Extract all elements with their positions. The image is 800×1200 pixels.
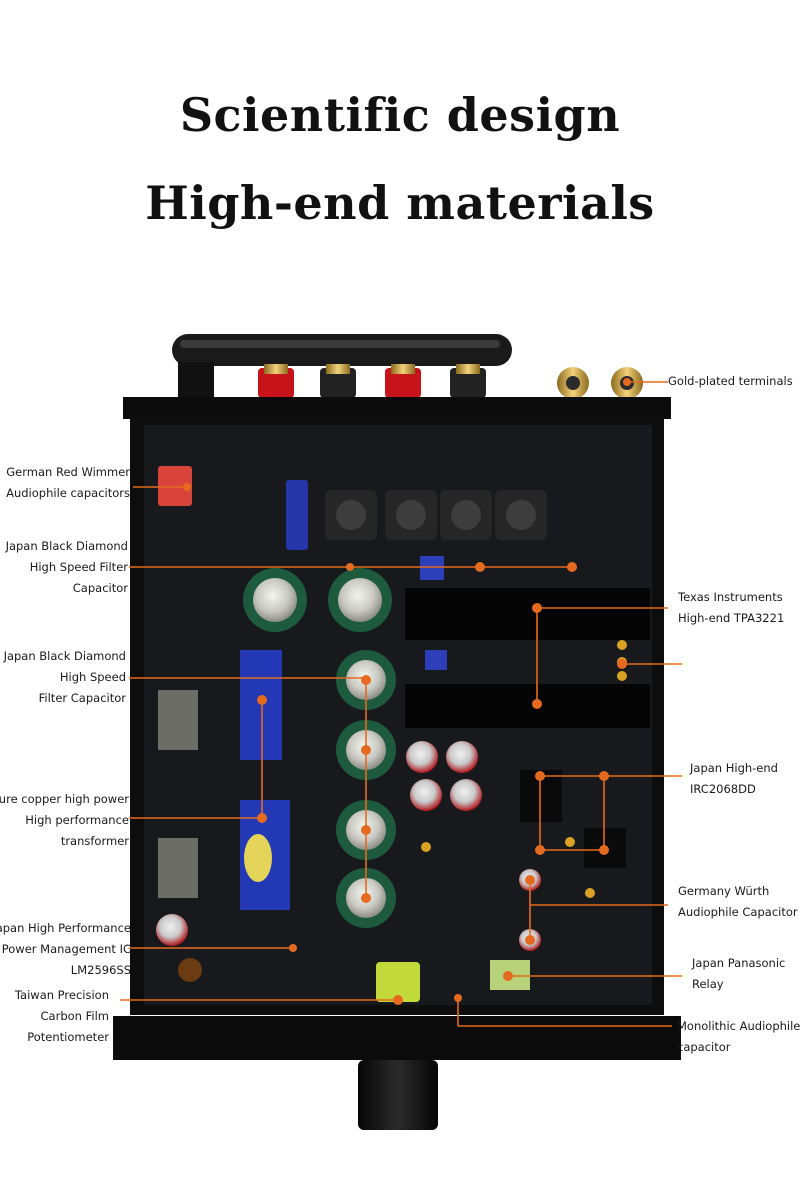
heatsink-lower	[405, 684, 650, 728]
antenna	[172, 334, 512, 398]
wimmer-capacitor	[158, 466, 192, 506]
transformer-upper	[240, 650, 282, 760]
callout-gold-terminals: Gold-plated terminals	[668, 374, 793, 388]
rca-terminals	[557, 367, 643, 399]
volume-knob	[358, 1060, 438, 1130]
headline-line-1: Scientific design	[179, 88, 621, 142]
headline-line-2: High-end materials	[145, 176, 655, 230]
blue-film-capacitor	[286, 480, 308, 550]
leader-lines	[120, 378, 682, 1027]
red-capacitors	[156, 741, 541, 951]
speaker-terminals	[258, 364, 486, 398]
front-panel	[113, 1016, 681, 1060]
chassis-top-rail	[123, 397, 671, 419]
heatsink-upper	[405, 588, 650, 640]
potentiometer	[376, 962, 420, 1002]
output-inductors	[325, 490, 547, 540]
